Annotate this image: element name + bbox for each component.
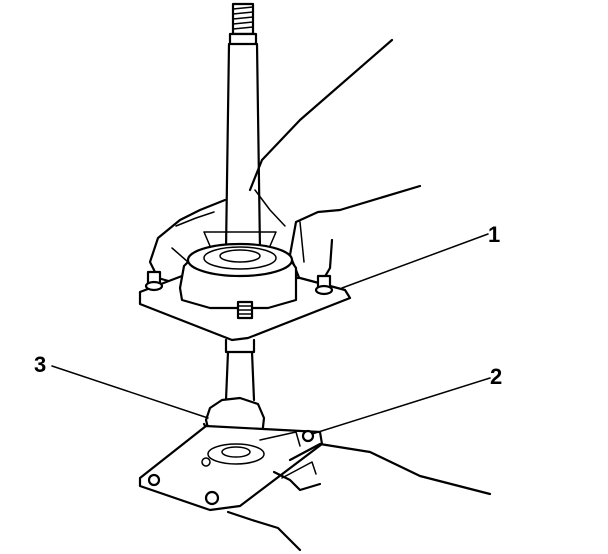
callout-label-1: 1: [488, 222, 500, 247]
leader-line-3: [51, 365, 209, 419]
callout-leaders: [51, 233, 491, 435]
callout-label-2: 2: [490, 364, 502, 389]
shift-rod-upper: [224, 2, 262, 252]
callout-label-3: 3: [34, 352, 46, 377]
leader-line-2: [311, 377, 491, 435]
leader-line-1: [341, 233, 489, 289]
upper-plate-assembly: [138, 231, 352, 342]
lower-hand: [226, 442, 492, 552]
shift-rod-lower: [224, 338, 256, 402]
base-plate: [138, 424, 324, 512]
